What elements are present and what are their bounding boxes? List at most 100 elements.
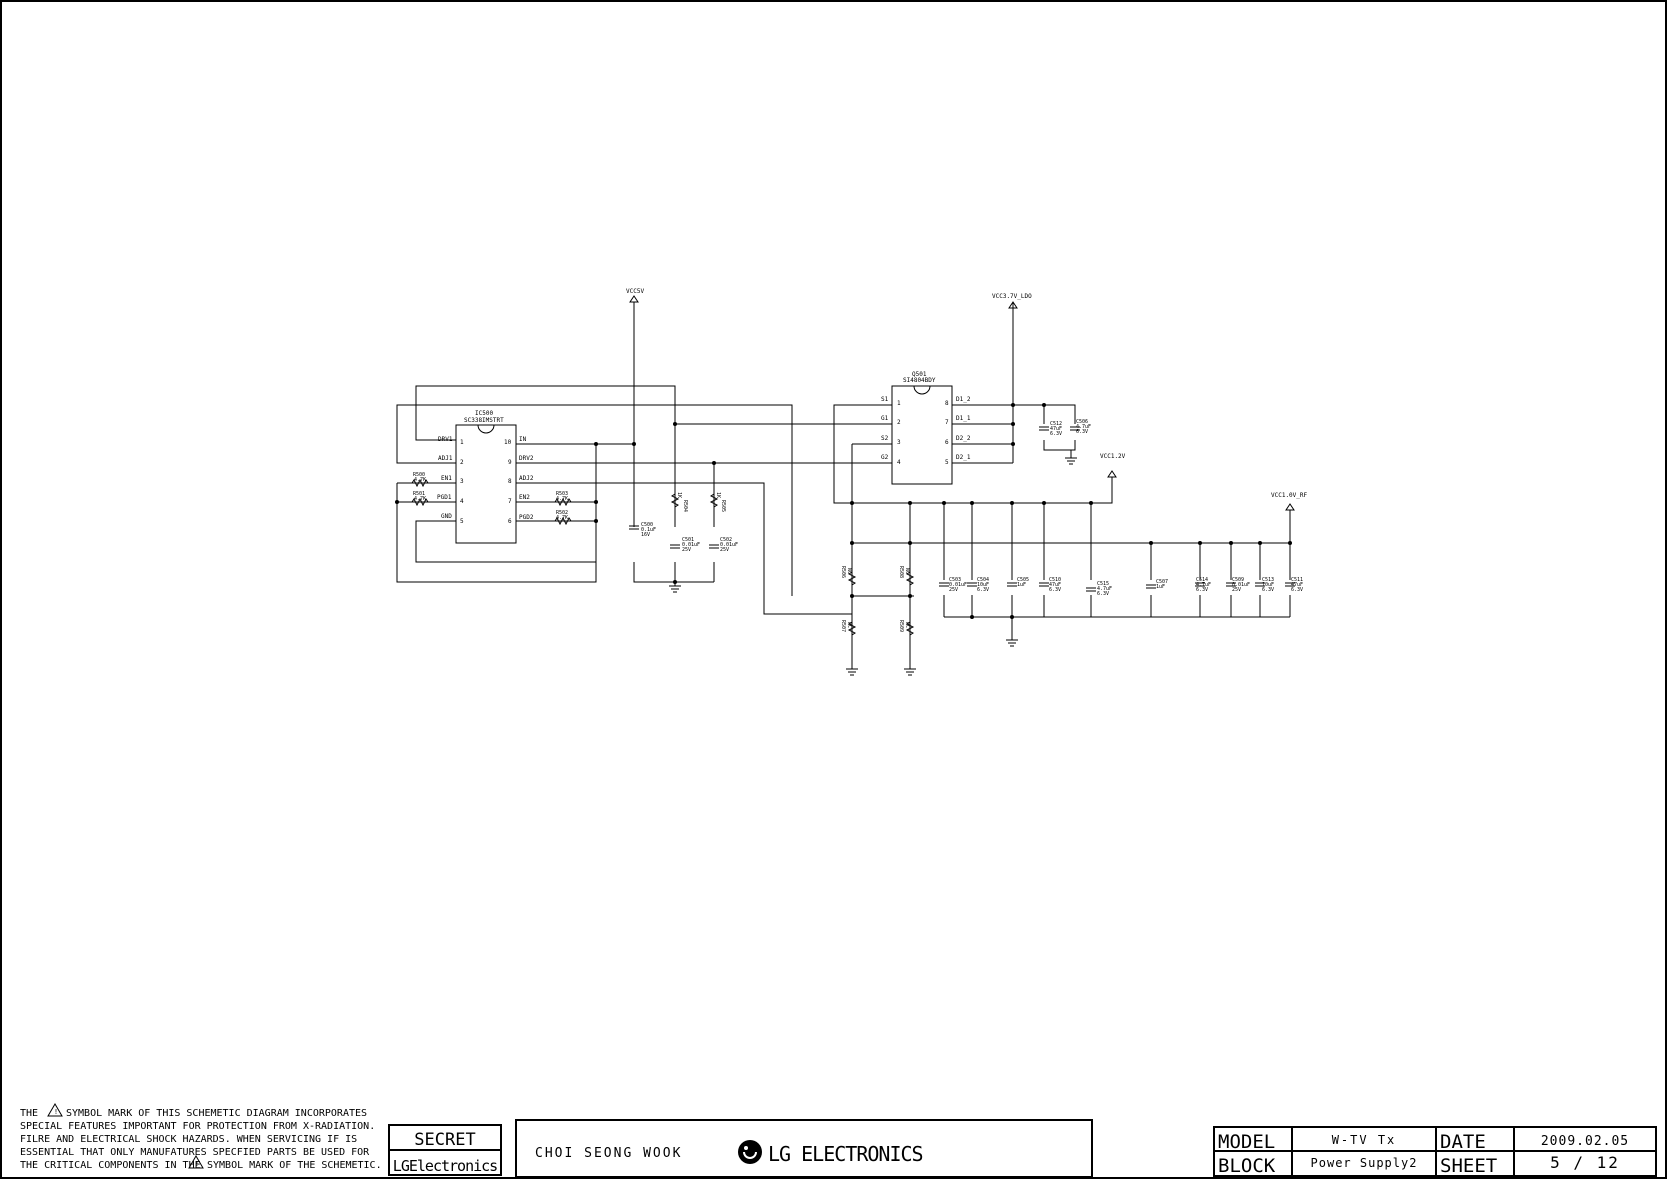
ic500-part: SC338IMSTRT [464,417,504,424]
resistor-ref: R500 [413,472,425,478]
resistor-value: 4.7K [414,477,426,483]
capacitor-voltage: 25V [720,547,729,553]
capacitor-voltage: 6.3V [1050,431,1062,437]
safety-notice: THE ! SYMBOL MARK OF THIS SCHEMETIC DIAG… [20,1103,382,1171]
ic500-pin-num: 9 [508,459,512,466]
resistor-ref: R507 [840,620,846,632]
ground-icon [1006,639,1018,647]
resistor-value: NC [846,622,852,628]
q501-pin-name: D2_1 [956,454,971,461]
capacitor-value: 4.7uF [1076,424,1091,430]
capacitor-icon [1039,582,1049,587]
capacitor-voltage: 6.3V [1196,587,1208,593]
q501-pin-num: 7 [945,419,949,426]
ground-symbols [669,457,1077,676]
secret-label: SECRET [414,1130,475,1150]
resistor-icon [554,516,572,526]
capacitor-voltage: 6.3V [1097,591,1109,597]
resistor-icon [847,621,857,636]
q501-pin-name: G1 [881,415,889,422]
q501-body [891,385,953,485]
ic500-pin-num: 10 [504,439,512,446]
notice-line: THE CRITICAL COMPONENTS IN THE [20,1160,201,1171]
ground-icon [904,668,916,676]
q501-pin-name: D1_2 [956,396,971,403]
capacitor-icon [629,525,639,530]
ground-icon [846,668,858,676]
resistor-ref: R509 [898,620,904,632]
block-value: Power Supply2 [1311,1156,1418,1170]
q501-pin-name: S2 [881,435,889,442]
q501-pin-num: 8 [945,400,949,407]
capacitor-ref: C507 [1156,579,1168,585]
q501-pin-num: 4 [897,459,901,466]
rail-label: VCC1.0V_RF [1271,492,1308,499]
q501-pin-name: D2_2 [956,435,971,442]
resistor-value: 4.7K [556,515,568,521]
capacitor-value: 0.01uF [682,542,700,548]
ic500-pin-num: 3 [460,478,464,485]
resistor-icon [554,497,572,507]
capacitor-ref: C505 [1017,577,1029,583]
q501-ref: Q501 [912,371,927,378]
resistor-ref: R503 [556,491,568,497]
resistor-icon [905,621,915,636]
block-label: BLOCK [1218,1155,1276,1177]
capacitor-ref: C511 [1291,577,1303,583]
ic500-pin-num: 1 [460,439,464,446]
q501-pin-name: D1_1 [956,415,971,422]
capacitor-icon [709,544,719,549]
sheet-label: SHEET [1440,1155,1497,1177]
sheet-value: 5 / 12 [1550,1153,1620,1172]
resistor-value: NC [846,568,852,574]
capacitor-value: 0.01uF [720,542,738,548]
ic500-pin-name: IN [519,436,527,443]
capacitor-icon [1070,426,1080,431]
rail-label: VCC3.7V_LDO [992,293,1032,300]
resistor-icon [670,493,680,508]
notice-line: SPECIAL FEATURES IMPORTANT FOR PROTECTIO… [20,1121,375,1132]
capacitor-icon [1086,587,1096,592]
resistor-value: 1K [715,492,721,498]
notice-line: THE [20,1108,38,1119]
q501-pin-num: 3 [897,439,901,446]
ic500-pin-name: PGD1 [437,494,452,501]
resistor-ref: R502 [556,510,568,516]
designer-box [515,1119,1093,1178]
capacitor-value: 0.01uF [1232,582,1250,588]
capacitor-voltage: 25V [1232,587,1241,593]
resistor-value: 1K [676,492,682,498]
capacitor-voltage: 6.3V [1076,429,1088,435]
capacitor-voltage: 6.3V [977,587,989,593]
capacitor-ref: C502 [720,537,732,543]
resistor-value: 4.7K [556,496,568,502]
ic500-pin-num: 6 [508,518,512,525]
svg-text:!: ! [195,1160,199,1168]
capacitor-ref: C510 [1049,577,1061,583]
ground-icon [1065,457,1077,465]
ic500-pin-name: GND [441,513,452,520]
date-label: DATE [1440,1131,1486,1153]
junctions [395,403,1292,619]
capacitor-ref: C513 [1262,577,1274,583]
ic500-pin-name: ADJ2 [519,475,534,482]
resistor-ref: R504 [682,500,688,512]
capacitor-value: 4.7uF [1196,582,1211,588]
capacitor-icon [939,582,949,587]
q501-part: SI4804BDY [903,377,936,384]
resistor-value: NC [904,568,910,574]
ic500-pin-num: 7 [508,498,512,505]
capacitor-value: 0.01uF [949,582,967,588]
capacitor-voltage: 6.3V [1291,587,1303,593]
resistors: R500 4.7K R501 4.7K R503 4.7K R502 4.7K … [411,472,915,636]
lg-small-logo-text: LGElectronics [393,1157,497,1175]
q501-pin-num: 2 [897,419,901,426]
power-arrow-icon [1285,503,1295,511]
capacitor-value: 10uF [977,582,989,588]
ic500-pin-name: PGD2 [519,514,534,521]
capacitor-icon [967,582,977,587]
rail-label: VCC5V [626,288,644,295]
notice-line: SYMBOL MARK OF THIS SCHEMETIC DIAGRAM IN… [66,1108,367,1119]
notice-line: FILRE AND ELECTRICAL SHOCK HAZARDS. WHEN… [20,1134,357,1145]
